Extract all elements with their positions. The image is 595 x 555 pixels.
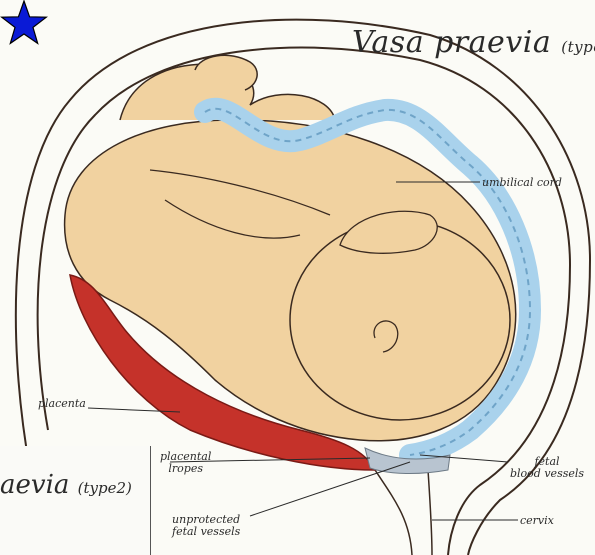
- star-icon: [0, 0, 48, 46]
- label-unprotected-fetal-vessels: unprotected fetal vessels: [172, 514, 240, 537]
- cervix-line-right: [428, 470, 432, 555]
- label-fetal-blood-vessels: fetal blood vessels: [510, 456, 584, 479]
- label-placental-lropes: placental lropes: [160, 451, 211, 474]
- title-inset: aevia (type2): [0, 472, 132, 498]
- pointer-unprotected: [250, 462, 410, 516]
- title-main: Vasa praevia (type1): [352, 28, 595, 58]
- label-cervix: cervix: [520, 515, 554, 526]
- inset-type2-panel: [0, 446, 151, 555]
- cervix-line-left: [375, 470, 412, 555]
- label-umbilical-cord: umbilical cord: [482, 177, 562, 188]
- label-placenta: placenta: [38, 398, 86, 409]
